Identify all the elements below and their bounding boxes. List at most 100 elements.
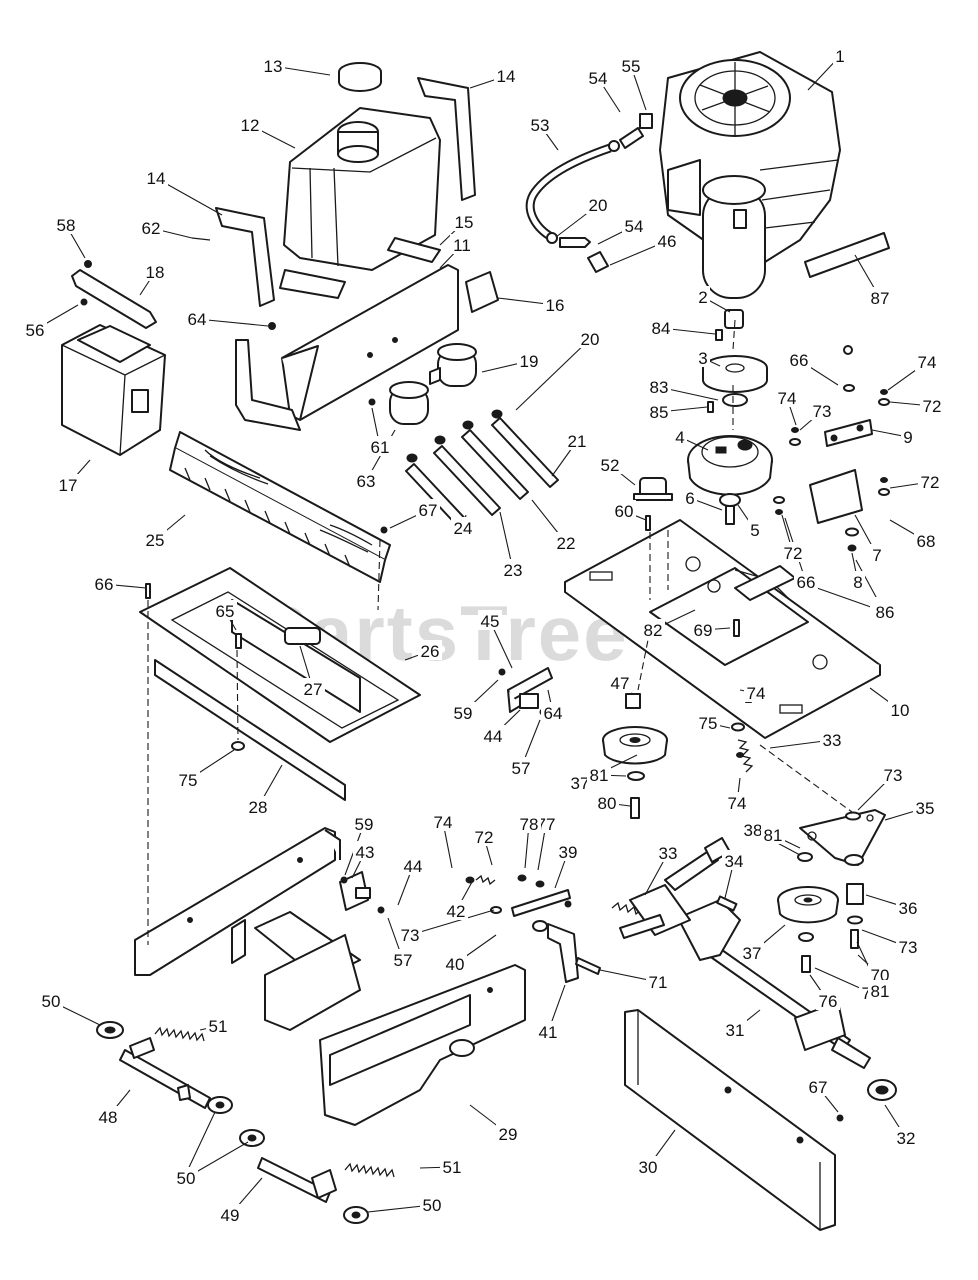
callout-36: 36 [899, 899, 918, 918]
callout-44: 44 [484, 727, 503, 746]
bracket-16 [465, 271, 499, 313]
engine [659, 51, 841, 299]
callout-29: 29 [499, 1125, 518, 1144]
reservoir-19 [429, 343, 477, 387]
callout-42: 42 [447, 902, 466, 921]
callout-72: 72 [921, 473, 940, 492]
callout-55: 55 [622, 57, 641, 76]
callout-backdrop [451, 702, 475, 722]
callout-14: 14 [497, 67, 516, 86]
callout-backdrop [144, 167, 168, 187]
callout-54: 54 [589, 69, 608, 88]
callout-60: 60 [615, 502, 634, 521]
callout-51: 51 [443, 1158, 462, 1177]
callout-backdrop [556, 841, 580, 861]
callout-backdrop [920, 395, 944, 415]
callout-51: 51 [209, 1017, 228, 1036]
leader-line-73 [409, 909, 495, 936]
callout-backdrop [673, 426, 687, 446]
callout-backdrop [794, 571, 818, 591]
callout-backdrop [517, 350, 541, 370]
callout-23: 23 [504, 561, 523, 580]
callout-backdrop [96, 1106, 120, 1126]
callout-backdrop [646, 971, 670, 991]
callout-33: 33 [659, 844, 678, 863]
callout-backdrop [636, 1156, 660, 1176]
bracket-9 [824, 419, 873, 447]
callout-73: 73 [884, 766, 903, 785]
callout-backdrop [586, 67, 610, 87]
callout-backdrop [472, 826, 496, 846]
callout-81: 81 [764, 826, 783, 845]
bearing-50-b [207, 1096, 233, 1114]
callout-backdrop [748, 519, 762, 539]
callout-66: 66 [95, 575, 114, 594]
callout-68: 68 [917, 532, 936, 551]
callout-backdrop [740, 942, 764, 962]
heat-shield-25 [169, 431, 391, 583]
callout-54: 54 [625, 217, 644, 236]
callout-30: 30 [639, 1158, 658, 1177]
callout-64: 64 [544, 704, 563, 723]
callout-10: 10 [891, 701, 910, 720]
bolt-6 [725, 505, 735, 525]
callout-backdrop [725, 792, 749, 812]
callout-backdrop [656, 842, 680, 862]
callout-50: 50 [42, 992, 61, 1011]
callout-86: 86 [876, 603, 895, 622]
callout-75: 75 [179, 771, 198, 790]
screw-61 [368, 398, 376, 406]
callout-backdrop [444, 900, 468, 920]
callout-6: 6 [685, 489, 694, 508]
callout-backdrop [246, 796, 270, 816]
callout-backdrop [915, 351, 939, 371]
callout-44: 44 [404, 857, 423, 876]
callout-46: 46 [658, 232, 677, 251]
callout-backdrop [143, 261, 167, 281]
callout-22: 22 [557, 534, 576, 553]
callout-backdrop [139, 217, 163, 237]
tank-bracket-11 [235, 264, 459, 431]
main-frame-29 [134, 827, 526, 1126]
callout-33: 33 [823, 731, 842, 750]
callout-backdrop [431, 811, 455, 831]
callout-50: 50 [423, 1196, 442, 1215]
callout-backdrop [565, 430, 589, 450]
callout-backdrop [641, 619, 665, 639]
spacer-47 [625, 693, 641, 709]
callout-84: 84 [652, 319, 671, 338]
callout-87: 87 [871, 289, 890, 308]
callout-backdrop [901, 426, 915, 446]
switch-44 [519, 693, 539, 709]
callout-43: 43 [356, 843, 375, 862]
callout-49: 49 [221, 1206, 240, 1225]
callout-8: 8 [853, 573, 862, 592]
spring-42 [475, 874, 496, 886]
callout-backdrop [868, 964, 892, 984]
callout-backdrop [391, 949, 415, 969]
callout-39: 39 [559, 843, 578, 862]
callout-backdrop [870, 544, 884, 564]
callout-backdrop [494, 65, 518, 85]
callout-backdrop [587, 764, 611, 784]
callout-backdrop [888, 699, 912, 719]
callout-74: 74 [728, 794, 747, 813]
bracket-41 [547, 923, 579, 983]
leader-line-20 [515, 338, 591, 411]
washer-81 [627, 771, 645, 781]
callout-31: 31 [726, 1021, 745, 1040]
pad-15 [387, 237, 441, 263]
callout-backdrop [655, 230, 679, 250]
callout-15: 15 [455, 213, 474, 232]
pulley-37-lower [777, 886, 839, 924]
callout-59: 59 [454, 704, 473, 723]
callout-13: 13 [264, 57, 283, 76]
callout-73: 73 [401, 926, 420, 945]
callout-81: 81 [590, 766, 609, 785]
callout-20: 20 [589, 196, 608, 215]
solenoid-52 [633, 477, 673, 501]
callout-backdrop [741, 819, 765, 839]
callout-18: 18 [146, 263, 165, 282]
callout-66: 66 [797, 573, 816, 592]
